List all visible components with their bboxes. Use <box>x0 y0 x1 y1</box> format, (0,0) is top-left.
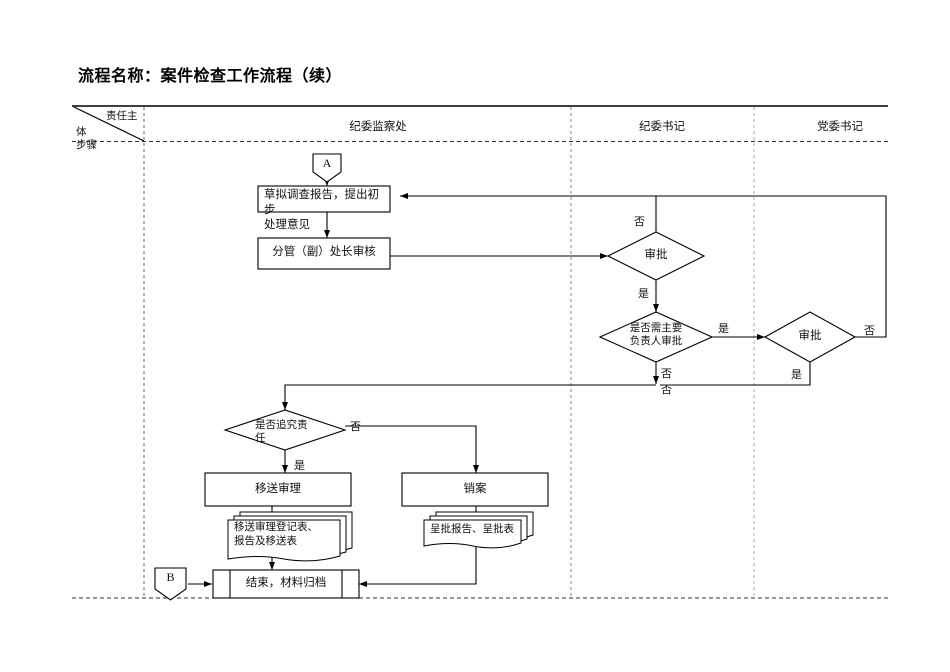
lane-header-dangwei-shuji: 党委书记 <box>817 121 863 133</box>
edge-label-merge-no: 否 <box>661 384 672 396</box>
corner-label-step: 步骤 <box>76 140 97 151</box>
deputy-review-box[interactable] <box>257 237 391 270</box>
edge-label-needchief-no: 否 <box>661 368 672 380</box>
lane-header-jiwei-jiancha-chu: 纪委监察处 <box>349 121 407 133</box>
edge-pursue-no <box>345 425 479 473</box>
draft-report-box[interactable] <box>257 185 391 213</box>
edge-merge-to-pursue <box>282 384 656 410</box>
close-case-box[interactable] <box>401 472 549 507</box>
page-title: 流程名称：案件检查工作流程（续） <box>78 68 343 85</box>
edge-label-approve2-no: 否 <box>864 325 875 337</box>
end-archive-shape[interactable] <box>212 569 360 599</box>
transfer-trial-box[interactable] <box>204 472 352 507</box>
edge-approve2-no <box>400 195 887 338</box>
connector-b-label: B <box>166 570 175 584</box>
connector-b-shape[interactable] <box>154 567 187 601</box>
edge-label-approve1-yes: 是 <box>638 288 649 300</box>
edge-label-needchief-yes: 是 <box>718 323 729 335</box>
connector-a-shape[interactable] <box>312 153 342 183</box>
transfer-docs-stack[interactable] <box>227 511 353 562</box>
approve-1-diamond[interactable] <box>606 231 706 281</box>
edge-approve1-no <box>400 193 657 232</box>
edge-label-pursue-no: 否 <box>350 421 361 433</box>
corner-label-responsible-top: 责任主 <box>106 111 138 122</box>
lane-header-jiwei-shuji: 纪委书记 <box>639 121 685 133</box>
edge-approvaldocs-to-end <box>359 540 477 587</box>
edge-label-approve2-yes: 是 <box>791 369 802 381</box>
need-chief-approval-diamond[interactable] <box>598 311 714 363</box>
corner-label-responsible-mid: 体 <box>76 127 87 138</box>
edge-label-approve1-no: 否 <box>634 216 645 228</box>
edges <box>188 178 887 587</box>
table-frame <box>72 105 888 599</box>
edge-label-pursue-yes: 是 <box>294 460 305 472</box>
approve-2-diamond[interactable] <box>763 311 857 363</box>
edge-approve2-yes <box>660 362 811 386</box>
pursue-responsibility-diamond[interactable] <box>223 409 347 451</box>
approval-docs-stack[interactable] <box>423 511 534 549</box>
connector-a-label: A <box>322 156 332 170</box>
